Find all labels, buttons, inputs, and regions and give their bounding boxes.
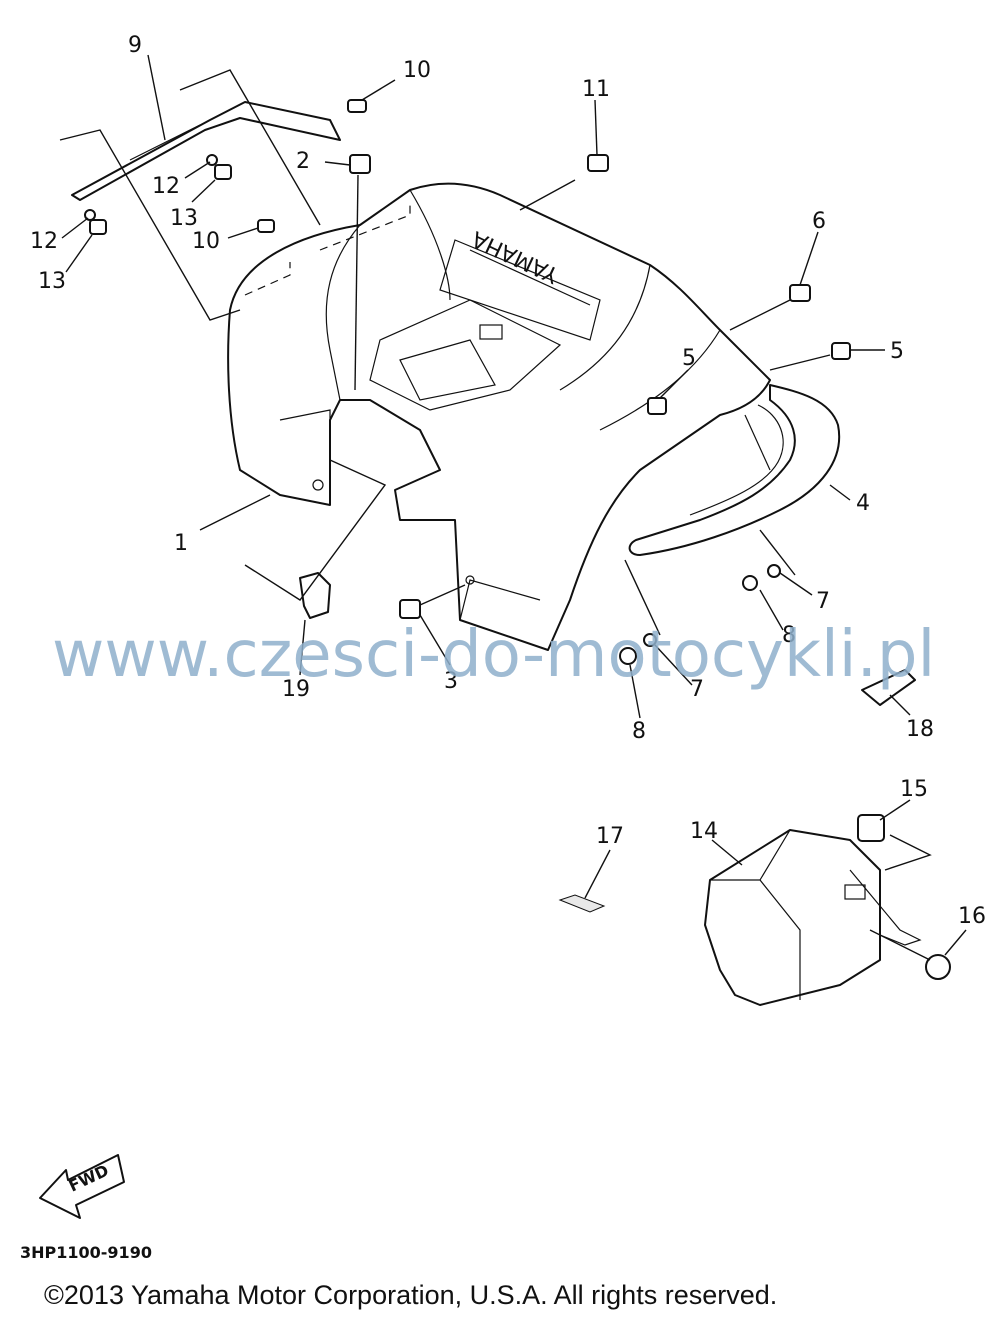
callout-3: 3 [444,669,458,694]
callout-7-left: 7 [690,677,704,702]
callout-7-right: 7 [816,589,830,614]
lower-cover-part [704,829,922,1006]
leader-lines [59,54,967,961]
protector-strip-part [71,101,341,201]
callout-10-left: 10 [192,229,220,254]
callout-1: 1 [174,531,188,556]
callout-8-right: 8 [782,623,796,648]
callout-4: 4 [856,491,870,516]
watermark-text: www.czesci-do-motocykli.pl [52,618,935,692]
callout-16: 16 [958,904,986,929]
callout-18: 18 [906,717,934,742]
callout-6: 6 [812,209,826,234]
callout-12-lower: 12 [30,229,58,254]
copyright-notice: ©2013 Yamaha Motor Corporation, U.S.A. A… [44,1280,777,1310]
mud-flap-part [628,384,841,556]
bolt-5-left [647,397,667,415]
bolt-10-left [257,219,275,233]
bolt-6 [789,284,811,302]
hardware-parts [84,99,951,980]
callout-17: 17 [596,824,624,849]
callout-labels: 9 10 11 2 12 13 12 13 10 6 5 5 4 1 7 8 3… [30,33,986,929]
callout-9: 9 [128,33,142,58]
callout-14: 14 [690,819,718,844]
bolt-5-right [831,342,851,360]
bolt-11 [587,154,609,172]
bolt-3 [399,599,421,619]
callout-5-right: 5 [890,339,904,364]
callout-13-upper: 13 [170,206,198,231]
callout-15: 15 [900,777,928,802]
diagram-code: 3HP1100-9190 [20,1243,152,1262]
callout-2: 2 [296,149,310,174]
callout-10-top: 10 [403,58,431,83]
callout-8-left: 8 [632,719,646,744]
callout-12-upper: 12 [152,174,180,199]
rear-fender-part: YAMAHA [227,182,771,651]
fwd-arrow-icon: FWD [39,1154,125,1219]
callout-5-left: 5 [682,346,696,371]
bolt-2 [349,154,371,174]
callout-13-lower: 13 [38,269,66,294]
callout-19: 19 [282,677,310,702]
callout-11: 11 [582,77,610,102]
bolt-10-top [347,99,367,113]
